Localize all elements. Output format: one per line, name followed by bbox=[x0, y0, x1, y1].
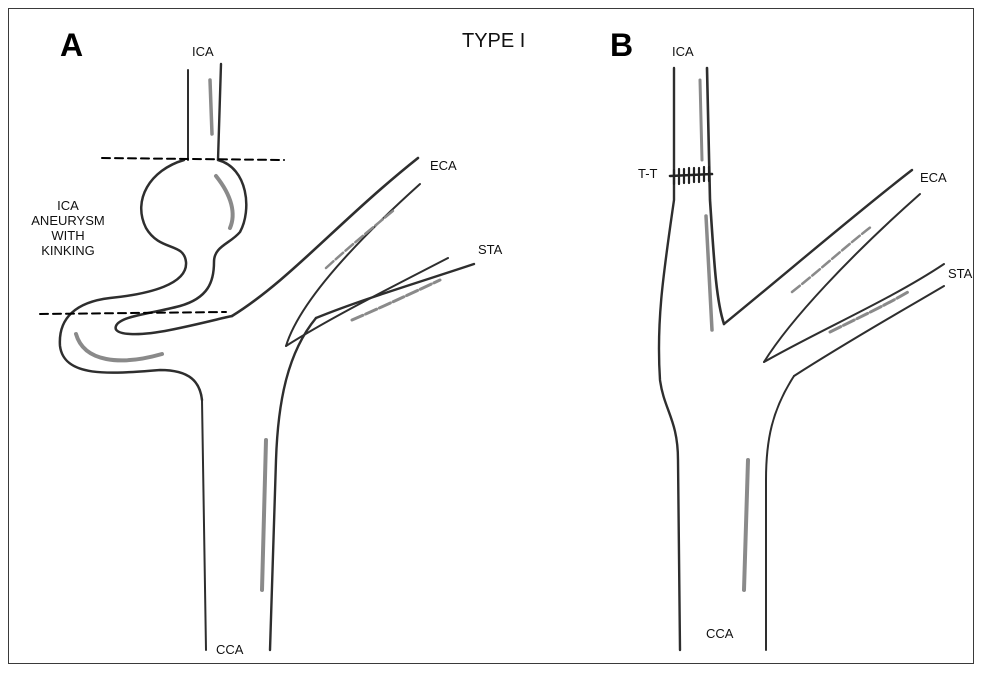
panel-a-shading-sac bbox=[216, 176, 233, 228]
panel-b-anastomosis-suture bbox=[670, 174, 712, 176]
panel-a-ica-label: ICA bbox=[192, 44, 214, 59]
panel-a-eca-label: ECA bbox=[430, 158, 457, 173]
panel-b-shading-sta bbox=[830, 292, 908, 332]
panel-b-cca-right-wall bbox=[766, 376, 794, 650]
panel-b-eca-outer bbox=[724, 170, 912, 324]
panel-a-cca-left-wall bbox=[202, 400, 206, 650]
panel-b-eca-label: ECA bbox=[920, 170, 947, 185]
panel-b-sta-upper bbox=[764, 264, 944, 362]
panel-b-anastomosis-label: T-T bbox=[638, 166, 658, 181]
aneurysm-caption-line-2: ANEURYSM bbox=[18, 213, 118, 228]
panel-a-sta-lower bbox=[316, 264, 474, 318]
panel-a-cca-label: CCA bbox=[216, 642, 243, 657]
panel-b-eca-inner bbox=[764, 194, 920, 362]
aneurysm-caption-line-4: KINKING bbox=[18, 243, 118, 258]
panel-a-sta-label: STA bbox=[478, 242, 502, 257]
panel-a-shading-kink bbox=[76, 334, 162, 360]
panel-a-upper-resection-line bbox=[102, 158, 284, 160]
panel-b-ica-label: ICA bbox=[672, 44, 694, 59]
panel-a-eca-inner bbox=[286, 184, 420, 346]
panel-a-letter: A bbox=[60, 28, 83, 62]
panel-a-lower-resection-line bbox=[40, 312, 226, 314]
panel-b-shading-ica bbox=[700, 80, 702, 160]
panel-a-cca-right-wall bbox=[270, 318, 316, 650]
panel-a-shading-eca bbox=[326, 210, 394, 268]
figure-title: TYPE I bbox=[462, 30, 525, 52]
panel-a-sta-upper bbox=[286, 258, 448, 346]
panel-a-aneurysm-caption: ICA ANEURYSM WITH KINKING bbox=[18, 198, 118, 258]
panel-b-sta-label: STA bbox=[948, 266, 972, 281]
aneurysm-caption-line-3: WITH bbox=[18, 228, 118, 243]
panel-b-letter: B bbox=[610, 28, 633, 62]
panel-b-shading-cca bbox=[744, 460, 748, 590]
panel-b-cca-label: CCA bbox=[706, 626, 733, 641]
panel-a-shading-cca bbox=[262, 440, 266, 590]
panel-a-aneurysm-sac-inner bbox=[116, 160, 247, 334]
panel-a-shading-ica bbox=[210, 80, 212, 134]
panel-a-aneurysm-sac bbox=[60, 160, 202, 400]
aneurysm-caption-line-1: ICA bbox=[18, 198, 118, 213]
panel-a-ica-right-wall bbox=[218, 64, 221, 160]
panel-b-sta-lower bbox=[794, 286, 944, 376]
panel-b-ica-left-wall bbox=[659, 68, 680, 650]
